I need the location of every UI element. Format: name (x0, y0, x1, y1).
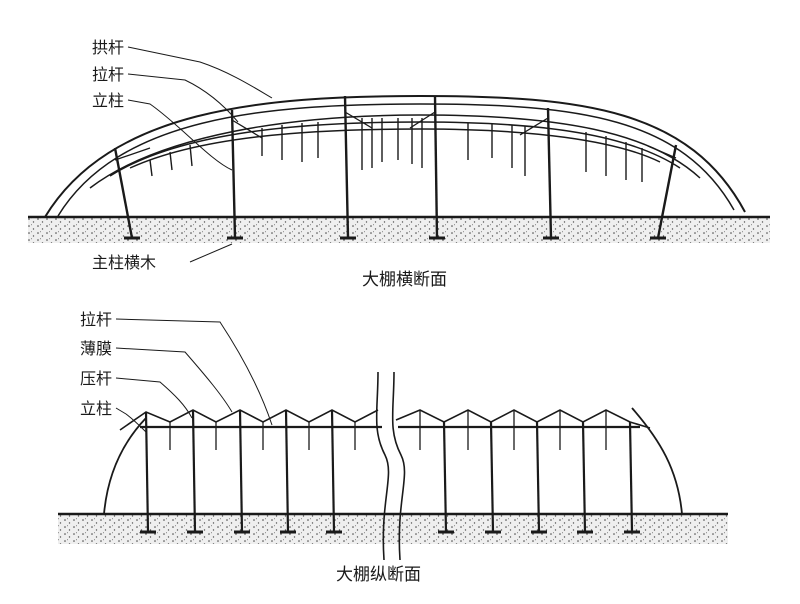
hanging-rods (149, 118, 643, 182)
post-6 (656, 144, 678, 239)
label-arch-bar: 拱杆 (92, 38, 124, 57)
longitudinal-section: 拉杆 薄膜 压杆 立柱 大棚纵断面 (58, 310, 728, 585)
tie-bar-3 (129, 128, 661, 169)
post-4 (433, 95, 439, 239)
post-5 (546, 107, 553, 239)
arch-bar-inner (57, 103, 735, 217)
cross-ground-soil (28, 217, 770, 243)
caption-longitudinal-section: 大棚纵断面 (336, 565, 421, 585)
break-line-left (375, 371, 390, 561)
post-2 (230, 109, 237, 239)
end-arch-right (631, 407, 683, 515)
long-drop-rods (169, 410, 607, 450)
main-posts (113, 95, 678, 239)
label-main-post-crossbar: 主柱横木 (92, 253, 156, 272)
post-3 (343, 95, 350, 239)
struts (114, 111, 677, 161)
post-1 (113, 147, 134, 239)
long-leaders (115, 318, 273, 433)
film-roof (119, 409, 651, 431)
arch-bar-outer (44, 94, 746, 218)
label-long-tie-bar: 拉杆 (80, 310, 112, 329)
long-posts (144, 409, 634, 533)
caption-cross-section: 大棚横断面 (362, 270, 447, 290)
label-post: 立柱 (92, 91, 124, 110)
label-pressing-bar: 压杆 (80, 369, 112, 388)
break-line-right (391, 371, 406, 561)
cross-leaders (127, 46, 273, 263)
tie-bar-1 (89, 114, 701, 189)
label-long-post: 立柱 (80, 399, 112, 418)
end-arch-left (103, 417, 147, 515)
label-film: 薄膜 (80, 339, 112, 358)
label-tie-bar: 拉杆 (92, 65, 124, 84)
cross-section: 拱杆 拉杆 立柱 主柱横木 大棚横断面 (28, 38, 770, 290)
long-ground-soil (58, 514, 728, 544)
